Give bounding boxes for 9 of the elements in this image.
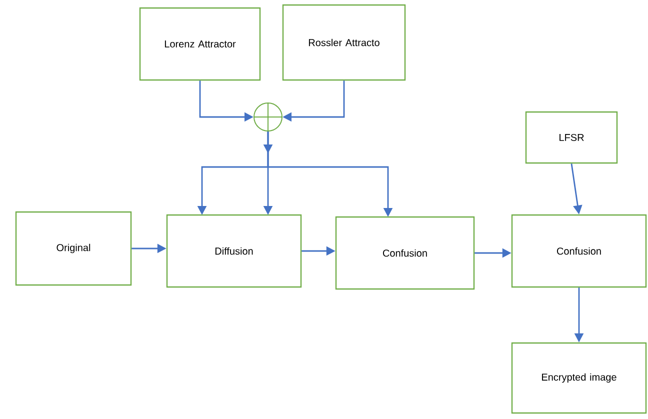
process-box: Original — [15, 211, 132, 286]
process-box: Diffusion — [166, 214, 302, 288]
process-box: Lorenz Attractor — [139, 7, 261, 81]
process-box: Confusion — [335, 216, 475, 290]
xor-circle — [254, 102, 282, 132]
process-box: Encrypted image — [511, 342, 647, 414]
process-box: Rossler Attracto — [282, 4, 406, 81]
process-box: Confusion — [511, 214, 647, 288]
process-box: LFSR — [525, 111, 618, 164]
